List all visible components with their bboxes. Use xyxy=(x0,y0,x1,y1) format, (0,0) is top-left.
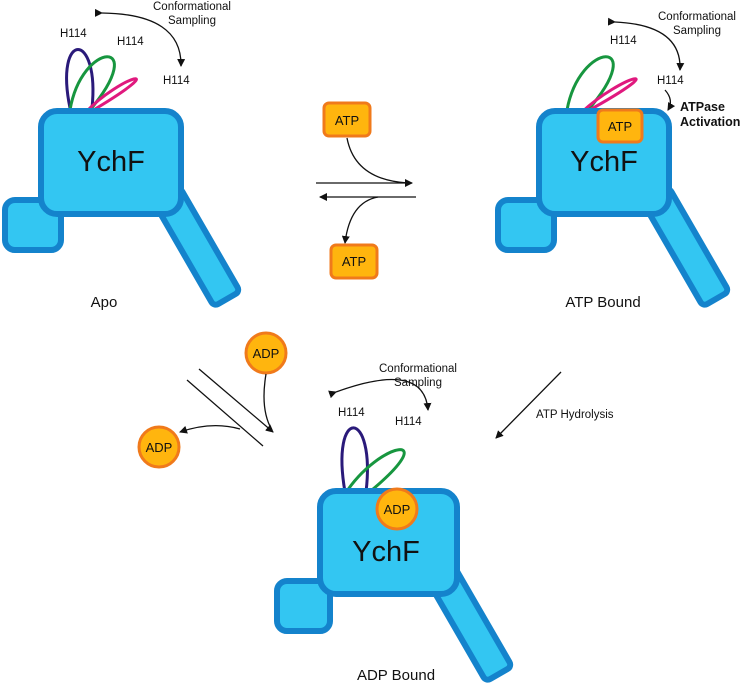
adp-bound-side-domain-square xyxy=(274,578,333,634)
adp-bound-h114-label-1: H114 xyxy=(338,407,365,419)
atp-bound-sampling-arrow xyxy=(607,17,685,71)
atp-incoming-label: ATP xyxy=(335,113,359,128)
atp-released-label: ATP xyxy=(342,254,366,269)
loop-navy xyxy=(65,48,95,109)
atp-hydrolysis-arrow xyxy=(495,371,562,439)
adp-binding-arrow xyxy=(198,368,274,433)
activation-label: Activation xyxy=(680,115,740,129)
loop-green xyxy=(565,55,615,111)
adp-release-curve xyxy=(179,425,241,434)
adp-release-line xyxy=(186,379,264,447)
loop-magenta xyxy=(580,77,638,114)
adp-released-label: ADP xyxy=(146,440,173,455)
atp-binding-curve xyxy=(346,137,409,184)
loop-navy xyxy=(340,426,369,493)
apo-protein-body xyxy=(38,108,184,217)
apo-conformational-label: Conformational xyxy=(153,1,231,13)
adp-bound-protein-name: YchF xyxy=(352,536,420,568)
atp-bound-h114-label-2: H114 xyxy=(657,75,684,87)
adp-incoming-label: ADP xyxy=(253,346,280,361)
atp-release-curve xyxy=(341,196,379,244)
adp-released-circle xyxy=(137,425,181,469)
atp-bound-side-domain-square xyxy=(495,197,557,253)
apo-h114-label-1: H114 xyxy=(60,28,87,40)
adp-bound-state: ADP YchF H114 H114 Conformational Sampli… xyxy=(274,363,514,684)
atp-bound-state: ATP YchF H114 H114 Conformational Sampli… xyxy=(495,11,740,311)
adp-incoming-circle xyxy=(244,331,288,375)
atp-bound-conformational-label: Conformational xyxy=(658,11,736,23)
atp-bound-sampling-label: Sampling xyxy=(673,25,721,37)
atp-bound-ligand-box xyxy=(596,108,644,144)
apo-state-label: Apo xyxy=(91,294,118,311)
atp-hydrolysis-label: ATP Hydrolysis xyxy=(536,409,614,421)
adp-exchange: ADP ADP xyxy=(137,331,288,469)
loop-magenta xyxy=(84,77,138,114)
adp-bound-sampling-arrow xyxy=(328,378,432,411)
atp-bound-protein-name: YchF xyxy=(570,146,638,178)
atpase-label: ATPase xyxy=(680,100,725,114)
atp-hydrolysis: ATP Hydrolysis xyxy=(495,371,614,439)
adp-bound-h114-label-2: H114 xyxy=(395,416,422,428)
atp-released-box xyxy=(329,243,379,280)
atp-bound-ligand-label: ATP xyxy=(608,119,632,134)
apo-protein-name: YchF xyxy=(77,146,145,178)
atp-incoming-box xyxy=(322,101,372,138)
apo-h114-label-2: H114 xyxy=(117,36,144,48)
atp-exchange: ATP ATP xyxy=(316,101,416,280)
adp-bound-ligand-label: ADP xyxy=(384,502,411,517)
apo-sampling-label: Sampling xyxy=(168,15,216,27)
loop-green xyxy=(343,448,406,496)
atp-bound-state-label: ATP Bound xyxy=(565,294,640,311)
adp-bound-state-label: ADP Bound xyxy=(357,667,435,684)
apo-state: YchF H114 H114 H114 Conformational Sampl… xyxy=(2,1,242,311)
adp-bound-conformational-label: Conformational xyxy=(379,363,457,375)
adp-incoming-curve xyxy=(263,373,273,431)
adp-bound-sampling-label: Sampling xyxy=(394,377,442,389)
apo-sampling-arrow xyxy=(94,8,186,67)
atpase-activation-arrow xyxy=(664,89,676,111)
adp-bound-ligand-circle xyxy=(375,487,419,531)
atp-bound-h114-label-1: H114 xyxy=(610,35,637,47)
apo-h114-label-3: H114 xyxy=(163,75,190,87)
